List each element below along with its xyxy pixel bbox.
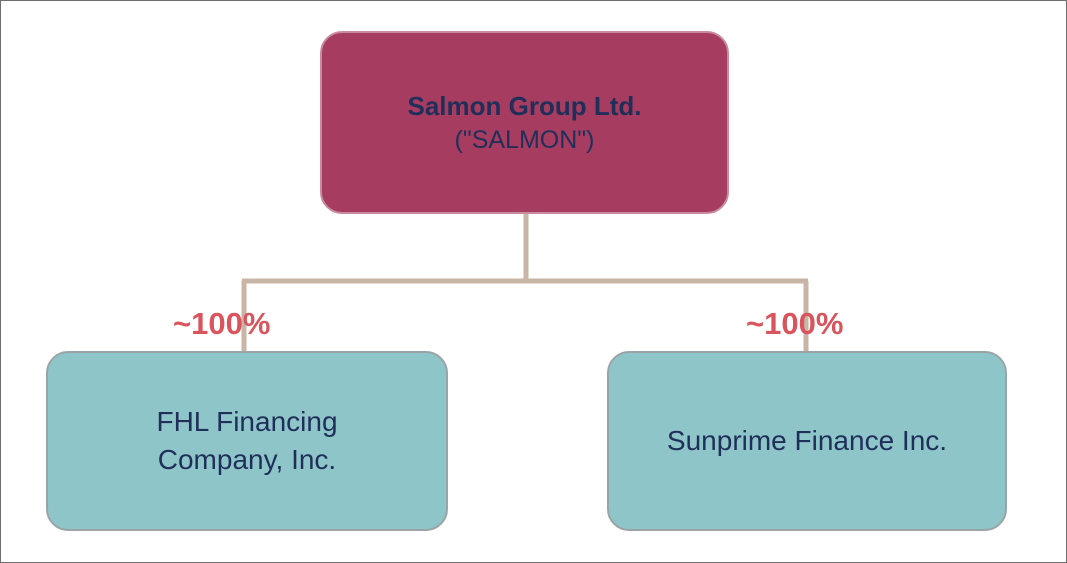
ownership-label-left: ~100%	[173, 306, 271, 341]
subsidiary-box-sunprime: Sunprime Finance Inc.	[607, 351, 1007, 531]
subsidiary-box-fhl: FHL Financing Company, Inc.	[46, 351, 448, 531]
subsidiary-name-fhl: FHL Financing Company, Inc.	[156, 406, 338, 475]
ownership-label-right: ~100%	[746, 306, 844, 341]
parent-entity-alias: ("SALMON")	[454, 125, 595, 154]
subsidiary-name-sunprime: Sunprime Finance Inc.	[666, 425, 948, 456]
parent-entity-name: Salmon Group Ltd.	[407, 90, 642, 121]
parent-entity-box: Salmon Group Ltd. ("SALMON")	[320, 31, 729, 214]
